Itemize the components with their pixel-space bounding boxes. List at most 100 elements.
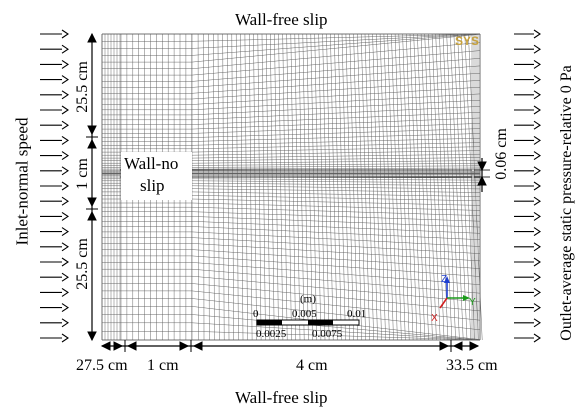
mesh-line bbox=[191, 195, 481, 202]
mesh-line bbox=[349, 33, 358, 341]
mesh-line bbox=[460, 33, 475, 341]
mesh-line bbox=[191, 146, 481, 153]
scale-unit-label: (m) bbox=[300, 293, 316, 305]
mesh-line bbox=[457, 33, 472, 341]
mesh-line bbox=[191, 133, 481, 142]
mesh-line bbox=[191, 202, 481, 211]
dim-top-label: 25.5 cm bbox=[74, 61, 91, 113]
mesh-line bbox=[383, 33, 394, 341]
mesh-line bbox=[191, 180, 481, 183]
flow-arrow-head bbox=[533, 196, 541, 206]
flow-arrow-head bbox=[533, 151, 541, 161]
flow-arrow-head bbox=[533, 135, 541, 145]
mesh-line bbox=[191, 175, 481, 177]
scale-tick-top-0: 0 bbox=[253, 308, 259, 320]
flow-arrow-head bbox=[533, 242, 541, 252]
dim-x4-label: 33.5 cm bbox=[446, 357, 498, 374]
flow-arrow-head bbox=[61, 59, 69, 69]
mesh-line bbox=[464, 33, 479, 341]
scale-bar-segment-1 bbox=[257, 320, 282, 325]
flow-arrow-head bbox=[61, 227, 69, 237]
flow-arrow-head bbox=[61, 44, 69, 54]
mesh-line bbox=[265, 33, 271, 341]
mesh-line bbox=[191, 198, 481, 206]
mesh-line bbox=[191, 237, 481, 254]
mesh-line bbox=[326, 33, 334, 341]
dim-x1-label: 27.5 cm bbox=[76, 357, 128, 374]
flow-arrow-head bbox=[61, 303, 69, 313]
mesh-line bbox=[191, 314, 481, 341]
mesh-line bbox=[322, 33, 330, 341]
flow-arrow-head bbox=[533, 272, 541, 282]
mesh-line bbox=[191, 255, 481, 277]
mesh-line bbox=[360, 33, 370, 341]
mesh-line bbox=[191, 182, 481, 186]
mesh-line bbox=[191, 157, 481, 161]
mesh-line bbox=[353, 33, 362, 341]
mesh-line bbox=[330, 33, 338, 341]
flow-arrow-head bbox=[61, 211, 69, 221]
mesh-line bbox=[290, 33, 296, 341]
mesh-line bbox=[191, 290, 481, 321]
flow-arrow-head bbox=[61, 151, 69, 161]
mesh-line bbox=[191, 160, 481, 164]
mesh-line bbox=[191, 112, 481, 125]
scale-tick-top-1: 0.005 bbox=[292, 308, 317, 320]
mesh-line bbox=[191, 163, 481, 166]
mesh-line bbox=[306, 33, 313, 341]
mesh-line bbox=[435, 33, 449, 341]
thickness-dimension bbox=[474, 158, 490, 192]
flow-arrow-head bbox=[533, 211, 541, 221]
mesh-line bbox=[191, 226, 481, 240]
scale-tick-top-2: 0.01 bbox=[347, 308, 366, 320]
flow-arrow-head bbox=[533, 59, 541, 69]
flow-arrow-head bbox=[61, 242, 69, 252]
mesh-line bbox=[191, 50, 481, 76]
scale-bar: (m) 0 0.005 0.01 0.0025 0.0075 bbox=[253, 293, 366, 340]
mesh-line bbox=[274, 33, 279, 341]
dim-bottom-label: 25.5 cm bbox=[74, 238, 91, 290]
triad-y-arrowhead bbox=[463, 295, 470, 301]
mesh-line bbox=[191, 206, 481, 216]
mesh-line bbox=[302, 33, 309, 341]
mesh-line bbox=[314, 33, 322, 341]
mesh-line bbox=[191, 221, 481, 234]
flow-arrow-head bbox=[61, 272, 69, 282]
ansys-logo: SYS bbox=[455, 34, 479, 48]
dim-thickness-label: 0.06 cm bbox=[493, 128, 510, 180]
mesh-line bbox=[398, 33, 410, 341]
mesh-line bbox=[286, 33, 292, 341]
flow-arrow-head bbox=[533, 29, 541, 39]
mesh-line bbox=[191, 283, 481, 312]
mesh-line bbox=[420, 33, 433, 341]
mesh-line bbox=[191, 142, 481, 150]
mesh-line bbox=[334, 33, 342, 341]
mesh-line bbox=[278, 33, 284, 341]
mesh-line bbox=[453, 33, 468, 341]
plate-label-box bbox=[121, 152, 192, 200]
mesh-line bbox=[402, 33, 414, 341]
mesh-line bbox=[240, 33, 244, 341]
scale-tick-bottom-1: 0.0075 bbox=[312, 328, 343, 340]
mesh-line bbox=[368, 33, 378, 341]
triad-y-label: Y bbox=[469, 297, 476, 308]
mesh-line bbox=[191, 42, 481, 69]
flow-arrow-head bbox=[533, 227, 541, 237]
inlet-arrows bbox=[40, 29, 69, 343]
mesh-line bbox=[191, 165, 481, 168]
flow-arrow-head bbox=[61, 166, 69, 176]
mesh-line bbox=[450, 33, 464, 341]
flow-arrow-head bbox=[61, 181, 69, 191]
plate-label-line-1: Wall-no bbox=[124, 154, 179, 173]
mesh-line bbox=[191, 33, 481, 42]
mesh-line bbox=[413, 33, 426, 341]
mesh-line bbox=[191, 249, 481, 269]
triad-x-axis bbox=[439, 297, 448, 309]
dim-x2-label: 1 cm bbox=[147, 357, 179, 374]
flow-arrow-head bbox=[61, 105, 69, 115]
mesh-line bbox=[310, 33, 317, 341]
flow-arrow-head bbox=[533, 120, 541, 130]
horizontal-dimension-line bbox=[100, 340, 480, 352]
mesh-line bbox=[191, 137, 481, 146]
mesh-line bbox=[446, 33, 460, 341]
